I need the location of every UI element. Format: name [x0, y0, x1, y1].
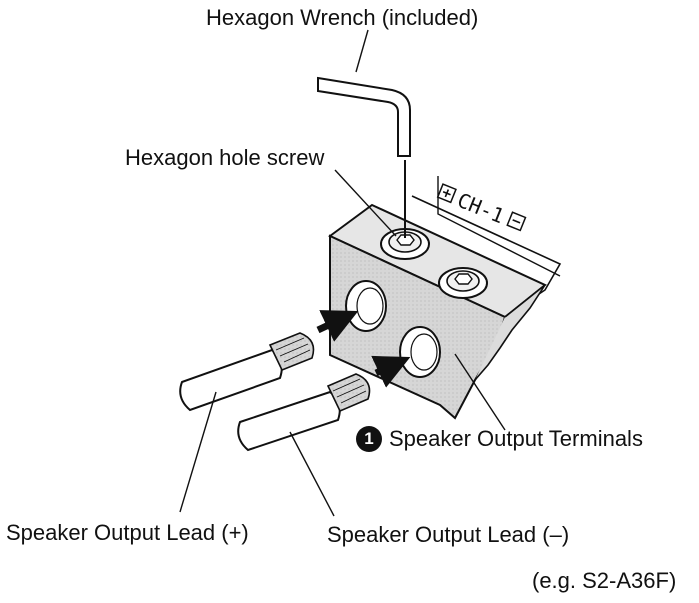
- model-example-label: (e.g. S2-A36F): [532, 568, 677, 593]
- wrench-label: Hexagon Wrench (included): [206, 5, 479, 30]
- channel-label: CH-1: [454, 188, 508, 228]
- circled-number-icon: 1: [356, 426, 382, 452]
- plus-box-icon: [436, 183, 457, 204]
- second-screw: [438, 267, 488, 299]
- terminals-label: Speaker Output Terminals: [389, 426, 643, 451]
- speaker-lead-minus: [237, 355, 411, 452]
- hexagon-wrench-icon: [317, 76, 411, 238]
- lead-plus-label: Speaker Output Lead (+): [6, 520, 249, 545]
- speaker-lead-plus: [179, 310, 359, 412]
- lead-plus-leader: [179, 391, 217, 513]
- terminal-hole-minus: [399, 326, 441, 378]
- screw-leader: [334, 169, 397, 237]
- terminals-leader: [454, 353, 506, 431]
- lead-minus-label: Speaker Output Lead (–): [327, 522, 570, 547]
- lead-minus-leader: [289, 431, 335, 517]
- wrench-leader: [355, 29, 369, 73]
- terminal-hole-plus: [345, 280, 387, 332]
- minus-box-icon: [506, 211, 527, 232]
- screw-label: Hexagon hole screw: [125, 145, 325, 170]
- leader-lines: [179, 29, 506, 517]
